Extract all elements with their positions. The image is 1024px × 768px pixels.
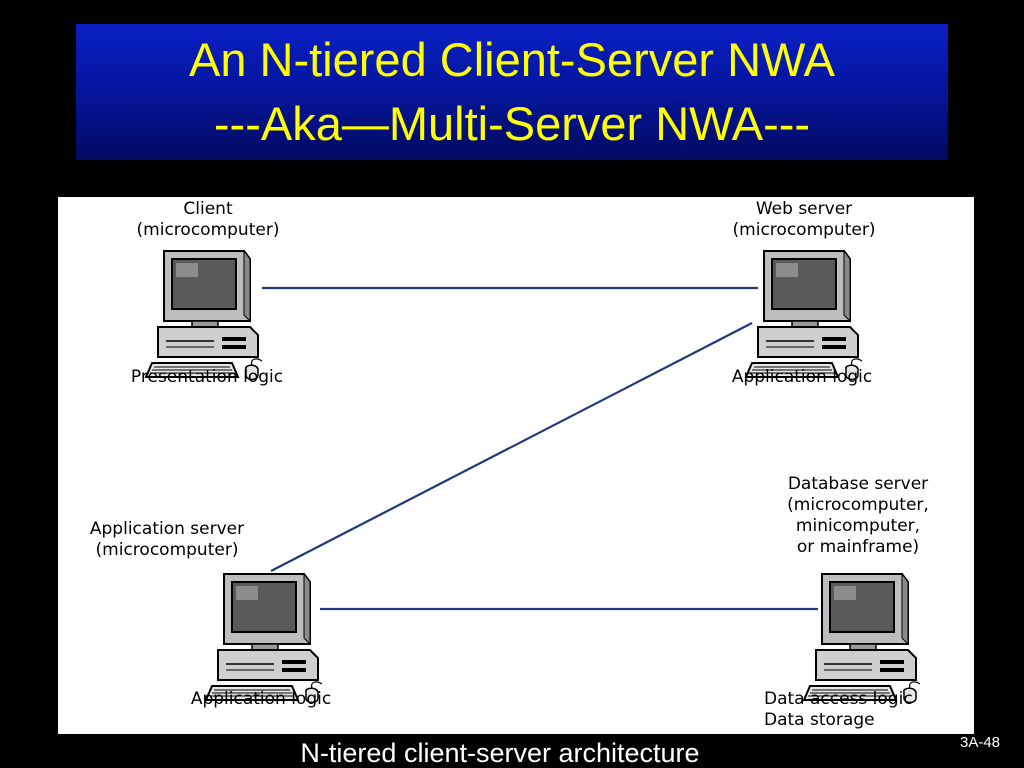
slide-title-line-1: An N-tiered Client-Server NWA bbox=[189, 33, 835, 86]
web-server-computer-icon bbox=[745, 250, 863, 381]
client-computer-icon bbox=[145, 250, 263, 381]
slide-title-box: An N-tiered Client-Server NWA ---Aka—Mul… bbox=[76, 24, 948, 160]
web-server-name-label: Web server (microcomputer) bbox=[732, 199, 876, 240]
db-server-role-label: Data access logic Data storage bbox=[764, 689, 913, 730]
link-web-server-app-server bbox=[270, 322, 753, 572]
app-server-computer-icon bbox=[205, 573, 323, 704]
architecture-diagram: Client (microcomputer) Presentation logi… bbox=[58, 197, 974, 734]
db-server-name-label: Database server (microcomputer, minicomp… bbox=[787, 474, 929, 557]
client-role-label: Presentation logic bbox=[130, 367, 284, 387]
app-server-role-label: Application logic bbox=[190, 689, 332, 709]
db-server-computer-icon bbox=[803, 573, 921, 704]
diagram-canvas bbox=[145, 250, 921, 704]
page-number: 3A-48 bbox=[960, 734, 1001, 751]
app-server-name-label: Application server (microcomputer) bbox=[89, 519, 245, 560]
figure-caption: N-tiered client-server architecture bbox=[300, 738, 700, 768]
slide-title-line-2: ---Aka—Multi-Server NWA--- bbox=[213, 97, 811, 150]
client-name-label: Client (microcomputer) bbox=[136, 199, 280, 240]
web-server-role-label: Application logic bbox=[731, 367, 873, 387]
